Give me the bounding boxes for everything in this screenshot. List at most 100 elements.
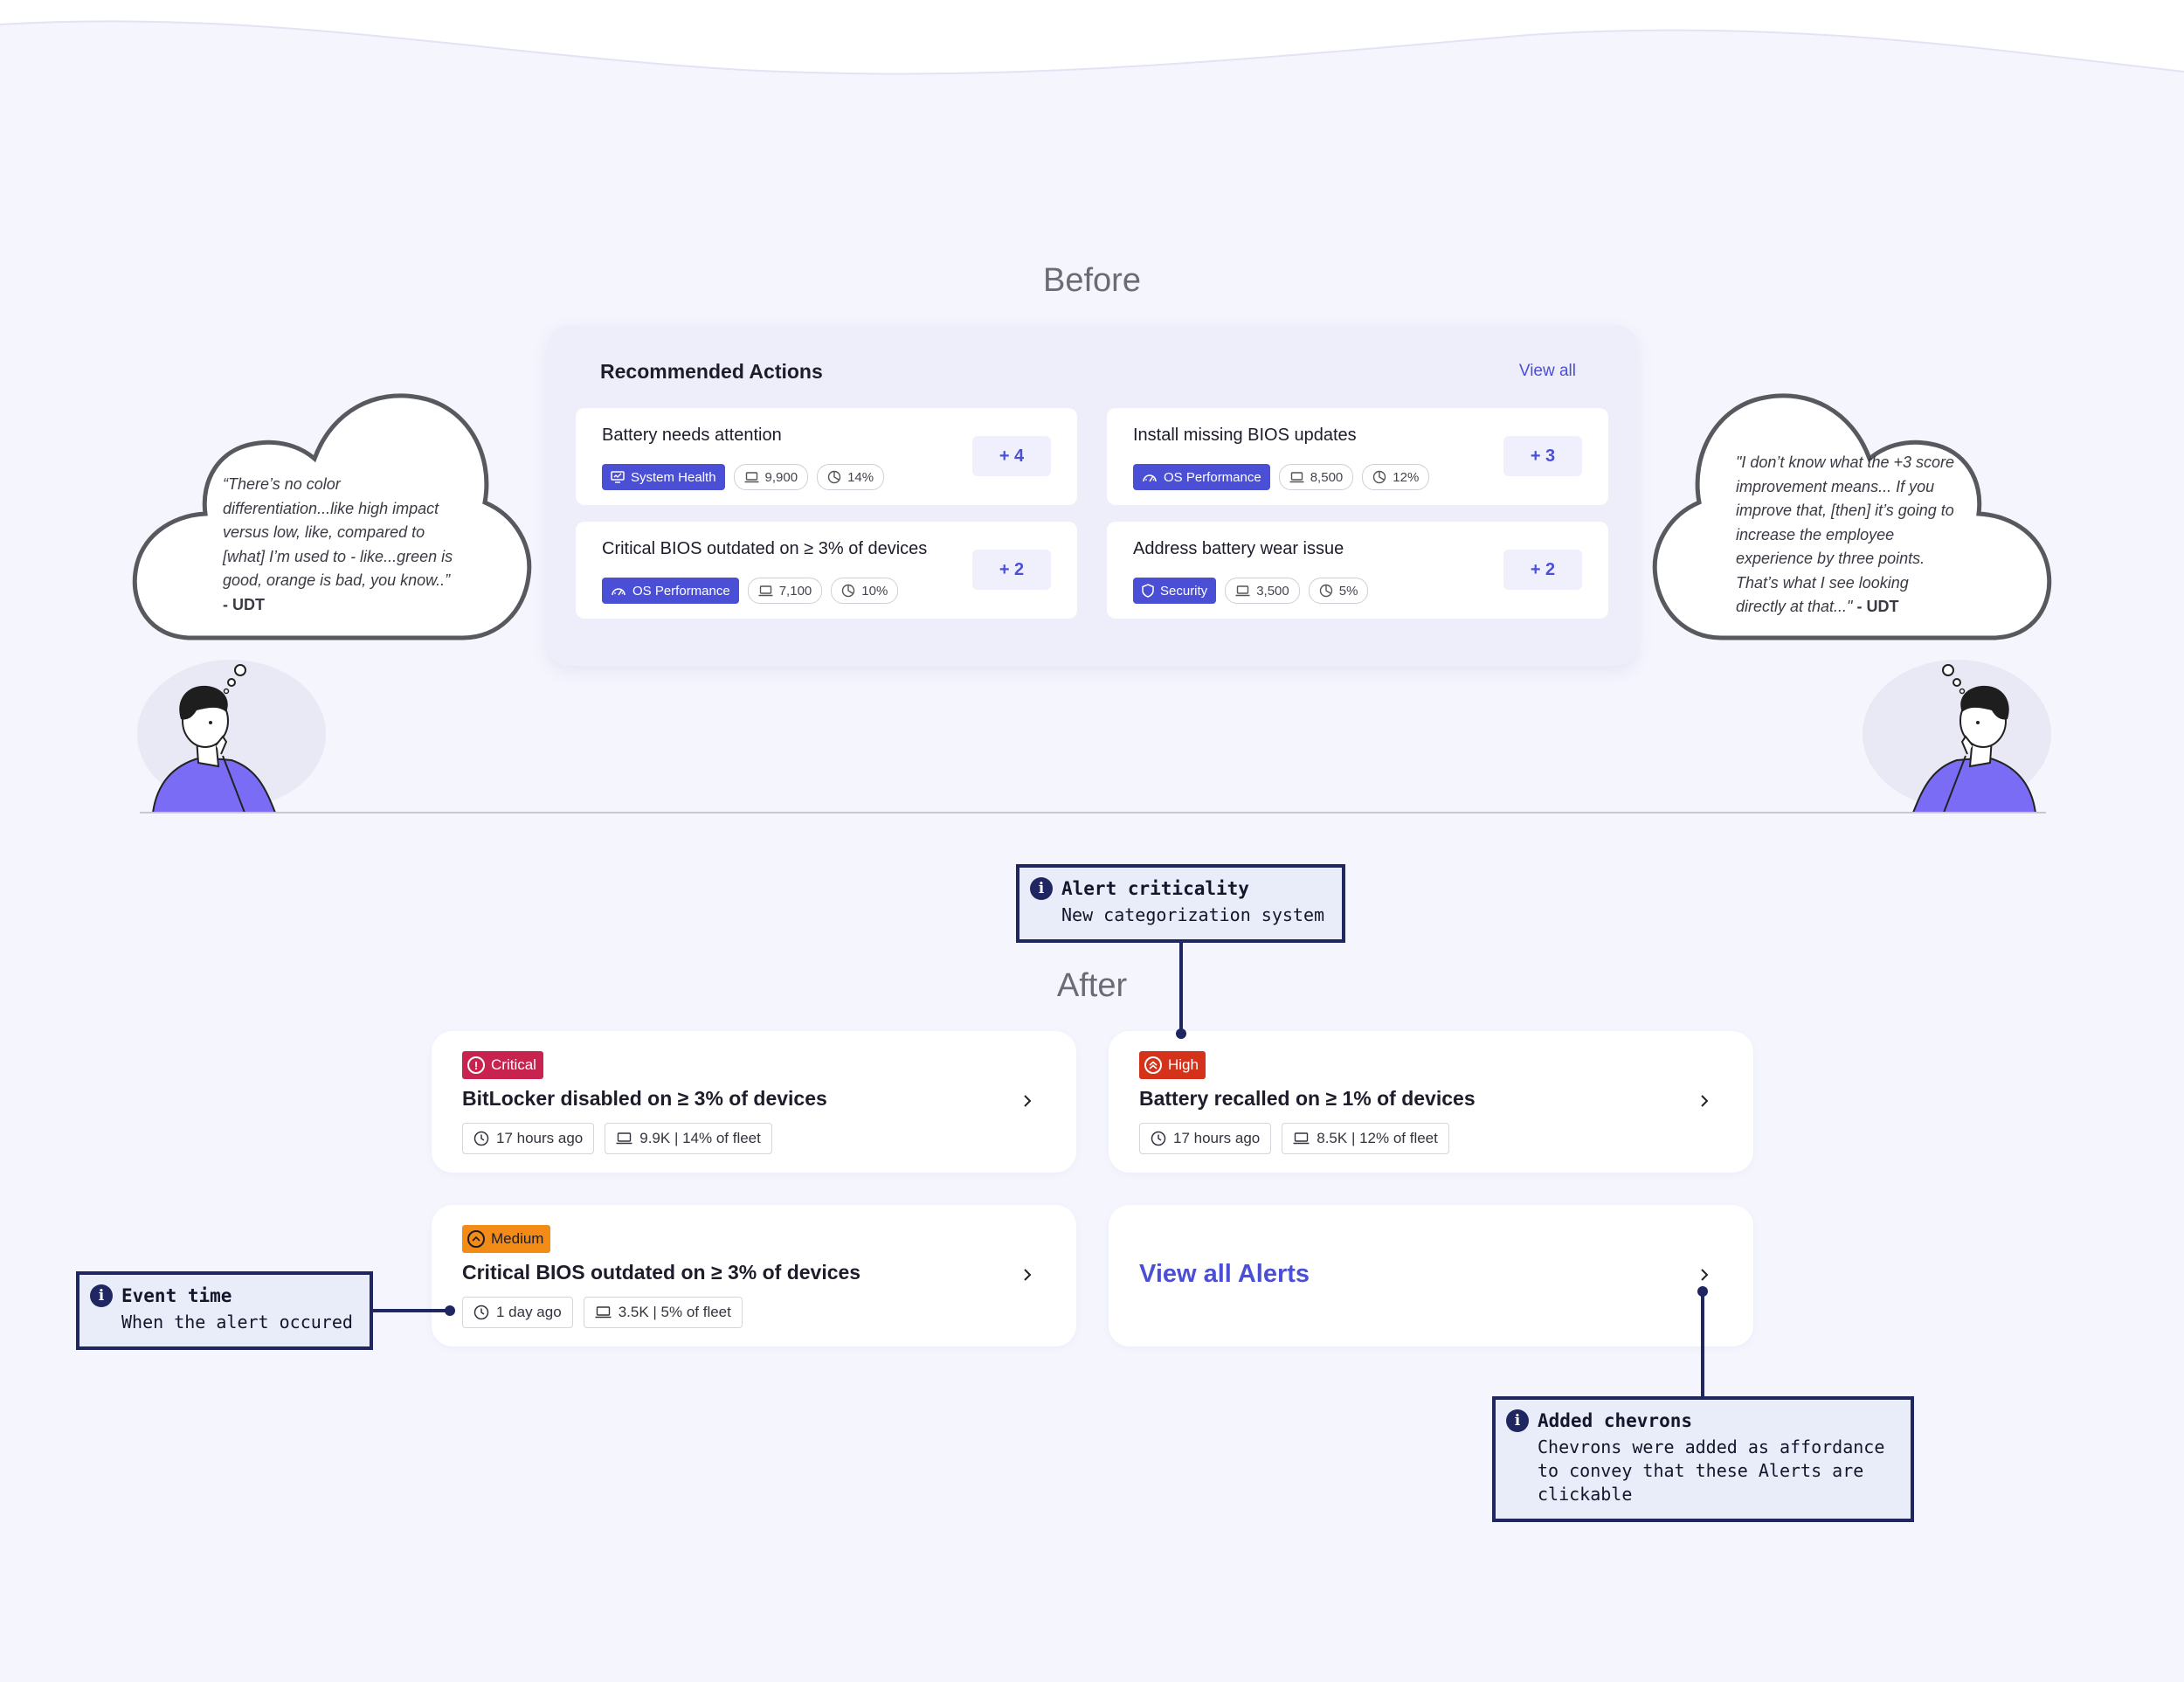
info-icon: i — [90, 1284, 113, 1307]
percent-pill: 10% — [831, 578, 899, 604]
event-time-pill: 17 hours ago — [462, 1123, 595, 1154]
chevron-right-icon[interactable] — [1017, 1090, 1038, 1111]
event-time: 17 hours ago — [496, 1130, 584, 1146]
shield-icon — [1142, 584, 1154, 598]
pie-chart-icon — [842, 584, 855, 598]
annotation-added-chevrons: i Added chevrons Chevrons were added as … — [1492, 1396, 1914, 1522]
action-title: Address battery wear issue — [1133, 539, 1344, 558]
action-card[interactable]: Critical BIOS outdated on ≥ 3% of device… — [576, 522, 1077, 619]
connector-line — [1179, 941, 1183, 1034]
action-title: Battery needs attention — [602, 426, 782, 445]
laptop-icon — [1293, 1132, 1310, 1145]
recommended-actions-panel: Recommended Actions View all Battery nee… — [548, 325, 1637, 666]
annotation-title: Event time — [121, 1285, 232, 1306]
score-button[interactable]: + 4 — [972, 436, 1051, 476]
panel-title: Recommended Actions — [600, 360, 823, 383]
fleet-count: 9.9K | 14% of fleet — [639, 1130, 761, 1146]
category-tag: OS Performance — [1133, 464, 1270, 490]
pie-chart-icon — [1319, 584, 1332, 598]
category-label: Security — [1160, 583, 1208, 599]
view-all-alerts-card[interactable]: View all Alerts — [1109, 1205, 1753, 1346]
info-icon: i — [1506, 1409, 1529, 1432]
action-card[interactable]: Battery needs attention System Health 9,… — [576, 408, 1077, 505]
connector-dot — [1176, 1028, 1186, 1039]
category-label: OS Performance — [632, 583, 730, 599]
connector-dot — [1697, 1286, 1708, 1297]
action-title: Install missing BIOS updates — [1133, 426, 1357, 445]
chevron-up-icon — [467, 1230, 485, 1248]
percent-pill: 14% — [817, 464, 885, 490]
event-time: 1 day ago — [496, 1304, 562, 1320]
info-icon: i — [1030, 877, 1053, 900]
alert-card[interactable]: Medium Critical BIOS outdated on ≥ 3% of… — [432, 1205, 1076, 1346]
double-chevron-up-icon — [1144, 1056, 1162, 1074]
connector-dot — [445, 1305, 455, 1316]
action-card[interactable]: Address battery wear issue Security 3,50… — [1107, 522, 1608, 619]
section-divider — [140, 812, 2046, 813]
action-title: Critical BIOS outdated on ≥ 3% of device… — [602, 539, 928, 558]
thinking-person-left — [137, 660, 326, 813]
view-all-alerts-link[interactable]: View all Alerts — [1139, 1260, 1310, 1288]
severity-badge: ! Critical — [462, 1051, 543, 1079]
category-label: OS Performance — [1164, 469, 1261, 485]
annotation-title: Added chevrons — [1538, 1410, 1693, 1431]
after-heading: After — [1056, 967, 1128, 1004]
laptop-icon — [1289, 471, 1304, 482]
score-button[interactable]: + 3 — [1503, 436, 1582, 476]
gauge-icon — [612, 588, 625, 596]
exclamation-icon: ! — [467, 1056, 485, 1074]
fleet-count: 8.5K | 12% of fleet — [1317, 1130, 1438, 1146]
gauge-icon — [1143, 474, 1157, 482]
laptop-icon — [595, 1306, 612, 1319]
device-count-pill: 9,900 — [733, 464, 809, 490]
percent-pill: 5% — [1308, 578, 1369, 604]
chevron-right-icon[interactable] — [1694, 1264, 1715, 1285]
category-label: System Health — [631, 469, 716, 485]
device-count: 7,100 — [778, 583, 812, 599]
score-button[interactable]: + 2 — [1503, 550, 1582, 590]
device-count: 8,500 — [1310, 469, 1344, 485]
fleet-pill: 9.9K | 14% of fleet — [605, 1123, 772, 1154]
quote-author: - UDT — [223, 595, 265, 613]
severity-label: Medium — [491, 1230, 544, 1247]
device-count: 3,500 — [1256, 583, 1289, 599]
annotation-event-time: i Event time When the alert occured — [76, 1271, 373, 1350]
laptop-icon — [1235, 585, 1250, 596]
alert-title: Critical BIOS outdated on ≥ 3% of device… — [462, 1261, 861, 1284]
clock-icon — [473, 1131, 489, 1146]
quote-left: “There’s no color differentiation...like… — [223, 475, 453, 613]
event-time: 17 hours ago — [1173, 1130, 1261, 1146]
alert-title: BitLocker disabled on ≥ 3% of devices — [462, 1087, 827, 1110]
category-tag: OS Performance — [602, 578, 739, 604]
top-wave — [0, 0, 2184, 75]
clock-icon — [473, 1305, 489, 1320]
severity-label: High — [1168, 1056, 1199, 1073]
fleet-pill: 8.5K | 12% of fleet — [1282, 1123, 1449, 1154]
annotation-body: New categorization system — [1061, 904, 1325, 925]
category-tag: System Health — [602, 464, 725, 490]
thought-cloud-left — [132, 393, 532, 640]
action-card[interactable]: Install missing BIOS updates OS Performa… — [1107, 408, 1608, 505]
severity-badge: High — [1139, 1051, 1206, 1079]
event-time-pill: 1 day ago — [462, 1297, 573, 1328]
quote-author: - UDT — [1856, 598, 1899, 615]
category-tag: Security — [1133, 578, 1217, 604]
chevron-right-icon[interactable] — [1017, 1264, 1038, 1285]
thought-cloud-right — [1652, 393, 2052, 640]
percent-value: 5% — [1338, 583, 1358, 599]
connector-line — [371, 1309, 448, 1312]
view-all-link[interactable]: View all — [1518, 362, 1576, 380]
alert-card[interactable]: ! Critical BitLocker disabled on ≥ 3% of… — [432, 1031, 1076, 1173]
laptop-icon — [758, 585, 773, 596]
annotation-body: When the alert occured — [121, 1312, 353, 1332]
clock-icon — [1151, 1131, 1166, 1146]
percent-value: 10% — [861, 583, 888, 599]
device-count-pill: 3,500 — [1225, 578, 1300, 604]
connector-line — [1701, 1291, 1704, 1398]
device-count-pill: 7,100 — [747, 578, 823, 604]
percent-value: 12% — [1393, 469, 1420, 485]
alert-card[interactable]: High Battery recalled on ≥ 1% of devices… — [1109, 1031, 1753, 1173]
chevron-right-icon[interactable] — [1694, 1090, 1715, 1111]
score-button[interactable]: + 2 — [972, 550, 1051, 590]
percent-pill: 12% — [1362, 464, 1430, 490]
